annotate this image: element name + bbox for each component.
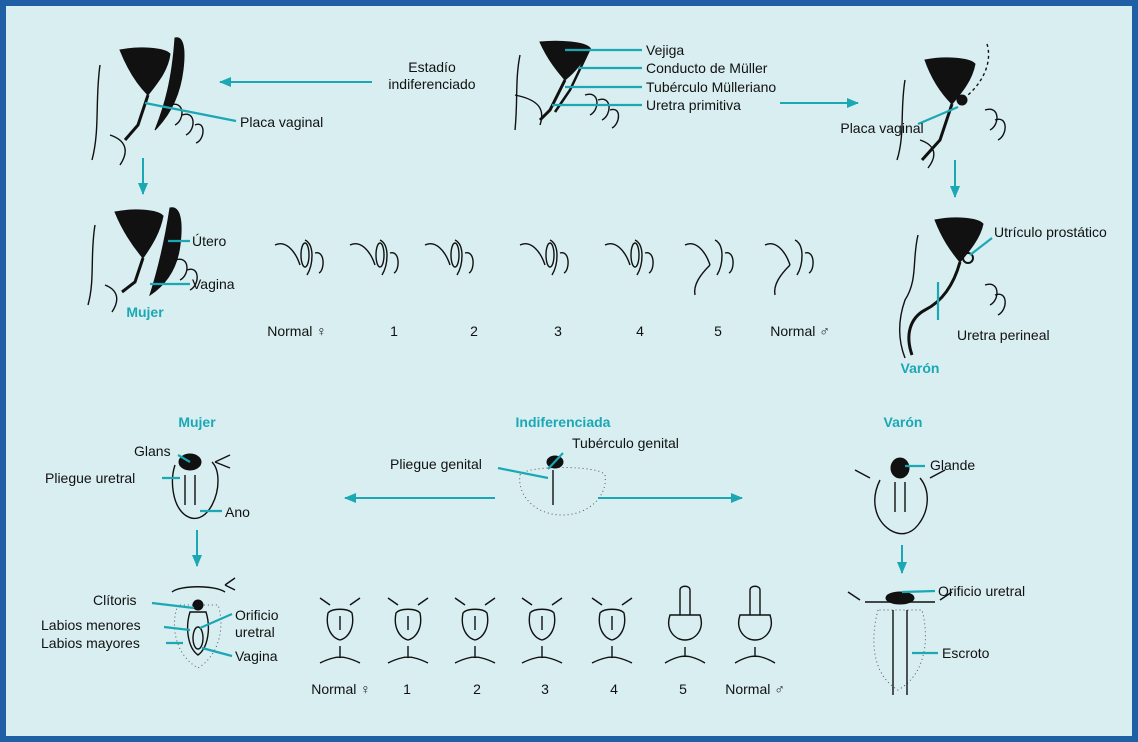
label-glans: Glans (134, 443, 171, 459)
leader-orificio-uretral-f (200, 614, 232, 628)
external-label-4: 4 (610, 681, 618, 697)
external-stage-5 (665, 586, 705, 663)
title-varon-external: Varón (884, 414, 923, 430)
internal-stage-1 (350, 240, 398, 275)
label-estadio-line2: indiferenciado (388, 76, 475, 92)
title-varon-internal: Varón (901, 360, 940, 376)
label-vagina-ext: Vagina (235, 648, 278, 664)
internal-stage-2 (425, 240, 473, 275)
internal-stage-normal-male (765, 240, 813, 295)
external-label-1: 1 (403, 681, 411, 697)
indifferent-internal-figure (515, 41, 619, 130)
label-orificio-uretral-f-line2: uretral (235, 624, 275, 640)
label-tuberculo-mulleriano: Tubérculo Mülleriano (646, 79, 776, 95)
internal-label-1: 1 (390, 323, 398, 339)
label-placa-vaginal-m: Placa vaginal (840, 120, 923, 136)
internal-label-5: 5 (714, 323, 722, 339)
leader-orificio-uretral-m (902, 591, 935, 592)
external-stage-1 (388, 598, 428, 663)
label-estadio-line1: Estadío (408, 59, 456, 75)
internal-stage-4 (605, 240, 653, 275)
external-label-normal-male: Normal ♂ (725, 681, 785, 697)
external-label-2: 2 (473, 681, 481, 697)
indifferent-external-figure (520, 456, 606, 515)
label-labios-mayores: Labios mayores (41, 635, 140, 651)
diagram-panel: Vejiga Conducto de Müller Tubérculo Müll… (6, 6, 1132, 736)
male-early-figure (897, 44, 1005, 168)
label-pliegue-genital: Pliegue genital (390, 456, 482, 472)
leader-labios-menores (164, 627, 190, 630)
external-stage-2 (455, 598, 495, 663)
internal-label-2: 2 (470, 323, 478, 339)
female-mature-figure (88, 208, 197, 312)
leader-pliegue-genital (498, 468, 548, 478)
internal-series-figures (275, 240, 813, 295)
label-labios-menores: Labios menores (41, 617, 141, 633)
title-mujer-internal: Mujer (126, 304, 164, 320)
title-mujer-external: Mujer (178, 414, 216, 430)
label-uretra-primitiva: Uretra primitiva (646, 97, 741, 113)
label-tuberculo-genital: Tubérculo genital (572, 435, 679, 451)
label-utriculo: Utrículo prostático (994, 224, 1107, 240)
internal-stage-normal-female (275, 240, 323, 275)
internal-label-4: 4 (636, 323, 644, 339)
label-vagina: Vagina (192, 276, 235, 292)
external-series-labels: Normal ♀ 1 2 3 4 5 Normal ♂ (311, 681, 785, 697)
external-stage-3 (522, 598, 562, 663)
label-conducto-muller: Conducto de Müller (646, 60, 768, 76)
internal-label-3: 3 (554, 323, 562, 339)
external-label-normal-female: Normal ♀ (311, 681, 371, 697)
internal-label-normal-male: Normal ♂ (770, 323, 830, 339)
leader-clitoris (152, 603, 194, 608)
label-ano: Ano (225, 504, 250, 520)
external-series-figures (320, 586, 775, 663)
label-vejiga: Vejiga (646, 42, 684, 58)
leader-vagina-ext (202, 648, 232, 656)
internal-series-labels: Normal ♀ 1 2 3 4 5 Normal ♂ (267, 323, 830, 339)
internal-stage-3 (520, 240, 568, 275)
label-placa-vaginal-f: Placa vaginal (240, 114, 323, 130)
female-early-figure (92, 38, 203, 165)
label-orificio-uretral-m: Orificio uretral (938, 583, 1025, 599)
male-mature-external-figure (848, 592, 952, 695)
female-early-external-figure (172, 454, 230, 518)
label-pliegue-uretral: Pliegue uretral (45, 470, 135, 486)
label-glande: Glande (930, 457, 975, 473)
internal-label-normal-female: Normal ♀ (267, 323, 327, 339)
label-utero: Útero (192, 233, 226, 249)
sex-differentiation-diagram: Vejiga Conducto de Müller Tubérculo Müll… (6, 6, 1132, 736)
label-escroto: Escroto (942, 645, 990, 661)
label-uretra-perineal: Uretra perineal (957, 327, 1050, 343)
label-clitoris: Clítoris (93, 592, 137, 608)
external-stage-normal-male (735, 586, 775, 663)
label-orificio-uretral-f-line1: Orificio (235, 607, 279, 623)
external-label-5: 5 (679, 681, 687, 697)
leader-placa-vaginal-m (918, 107, 958, 124)
external-stage-4 (592, 598, 632, 663)
internal-stage-5 (685, 240, 733, 295)
external-stage-normal-female (320, 598, 360, 663)
external-label-3: 3 (541, 681, 549, 697)
title-indiferenciada: Indiferenciada (516, 414, 611, 430)
leader-placa-vaginal-f (145, 103, 236, 121)
